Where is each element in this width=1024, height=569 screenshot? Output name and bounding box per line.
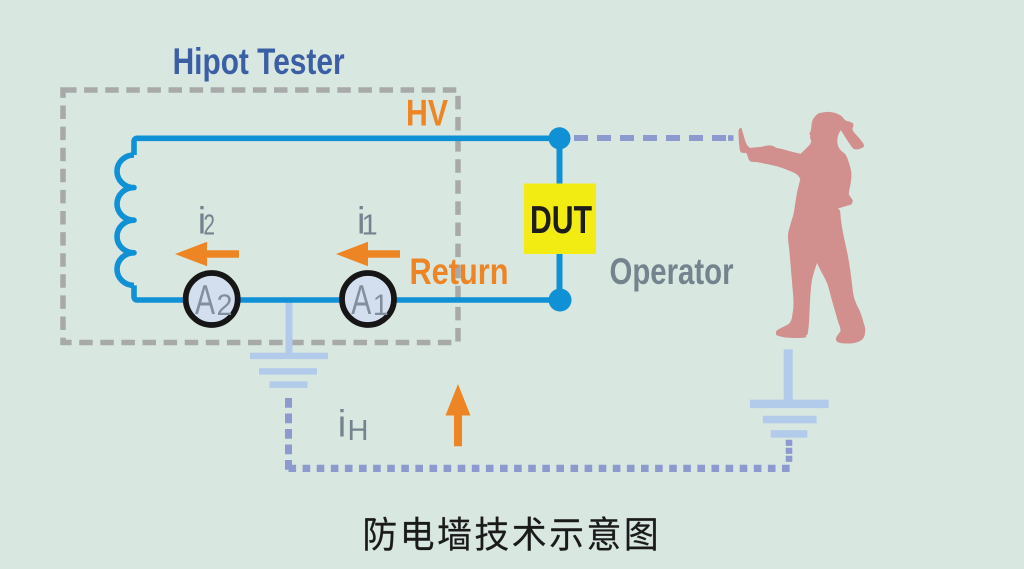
svg-text:H: H <box>348 415 369 447</box>
svg-text:HV: HV <box>406 92 448 134</box>
svg-text:1: 1 <box>373 289 389 322</box>
svg-text:2: 2 <box>217 289 233 322</box>
svg-text:Return: Return <box>410 250 509 292</box>
svg-text:Operator: Operator <box>610 250 734 292</box>
svg-text:Hipot Tester: Hipot Tester <box>173 40 345 82</box>
svg-text:DUT: DUT <box>530 199 592 242</box>
svg-text:i: i <box>357 201 365 243</box>
svg-text:1: 1 <box>362 210 378 242</box>
svg-text:A: A <box>195 276 215 323</box>
svg-text:i: i <box>338 404 346 446</box>
svg-text:i: i <box>198 201 206 243</box>
svg-text:2: 2 <box>204 210 216 242</box>
svg-text:A: A <box>351 276 371 323</box>
